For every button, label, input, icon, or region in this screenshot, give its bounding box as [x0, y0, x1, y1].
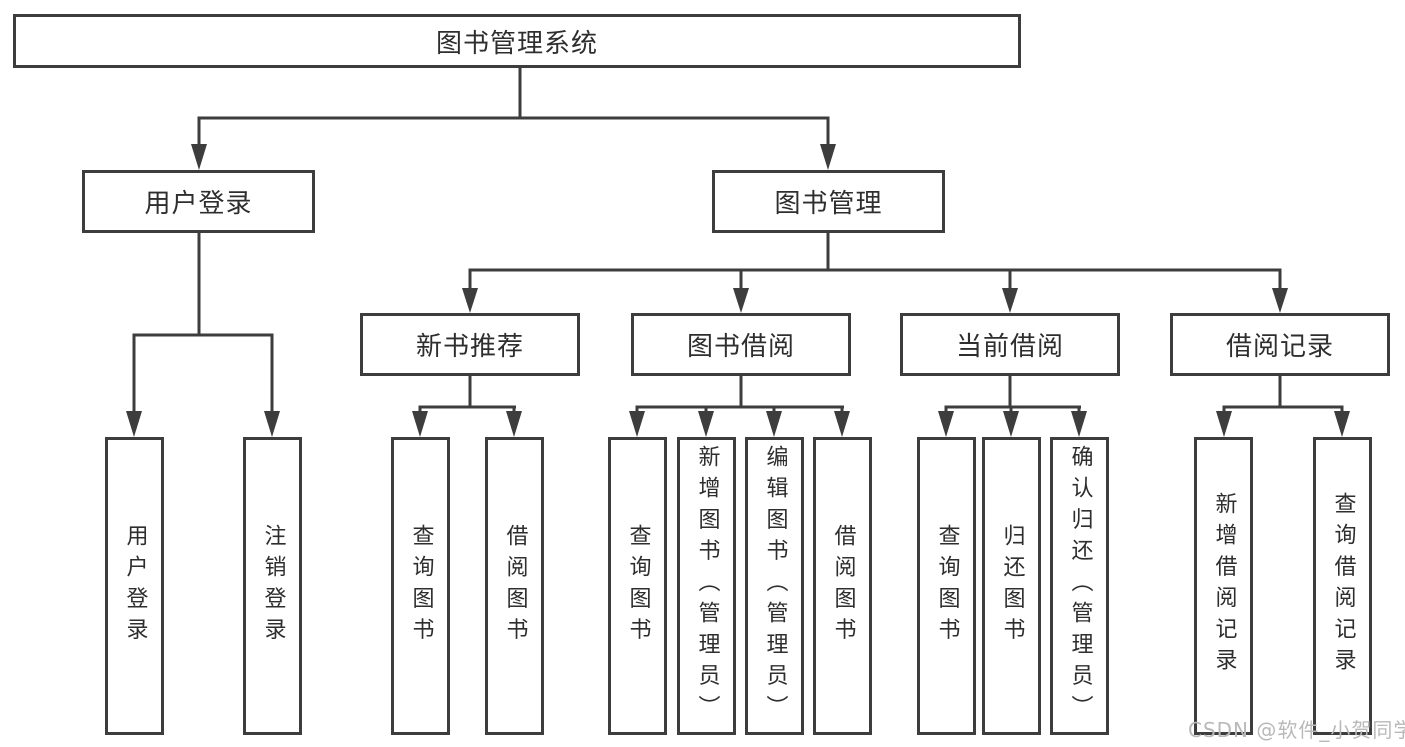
node-new-book-recommend: 新书推荐 — [360, 313, 580, 376]
leaf-borrow-books: 借阅图书 — [813, 437, 872, 735]
node-borrowing-records: 借阅记录 — [1170, 313, 1390, 376]
leaf-add-borrow-record-label: 新增借阅记录 — [1211, 492, 1237, 680]
node-book-borrowing: 图书借阅 — [631, 313, 851, 376]
leaf-add-borrow-record: 新增借阅记录 — [1194, 437, 1253, 735]
leaf-edit-books-admin: 编辑图书（管理员） — [745, 437, 804, 735]
arrowheads — [126, 144, 1350, 437]
leaf-borrow-books-label: 借阅图书 — [830, 523, 856, 649]
leaf-query-books-borrowing-label: 查询图书 — [625, 523, 651, 649]
leaf-query-books-current: 查询图书 — [917, 437, 976, 735]
node-current-borrowing-label: 当前借阅 — [955, 332, 1064, 362]
leaf-query-books-borrowing: 查询图书 — [608, 437, 667, 735]
leaf-confirm-return-admin-label: 确认归还（管理员） — [1067, 445, 1093, 727]
leaf-user-login: 用户登录 — [105, 437, 164, 735]
leaf-logout-label: 注销登录 — [260, 523, 286, 649]
node-book-management: 图书管理 — [712, 170, 945, 233]
leaf-add-books-admin-label: 新增图书（管理员） — [694, 445, 720, 727]
node-user-login-label: 用户登录 — [144, 189, 253, 219]
leaf-query-books-recommend-label: 查询图书 — [408, 523, 434, 649]
leaf-return-books: 归还图书 — [982, 437, 1041, 735]
leaf-user-login-label: 用户登录 — [122, 523, 148, 649]
node-book-management-label: 图书管理 — [774, 189, 883, 219]
leaf-query-books-current-label: 查询图书 — [934, 523, 960, 649]
leaf-borrow-books-recommend-label: 借阅图书 — [502, 523, 528, 649]
leaf-edit-books-admin-label: 编辑图书（管理员） — [762, 445, 788, 727]
leaf-query-books-recommend: 查询图书 — [391, 437, 450, 735]
node-current-borrowing: 当前借阅 — [900, 313, 1120, 376]
leaf-confirm-return-admin: 确认归还（管理员） — [1050, 437, 1109, 735]
node-new-book-recommend-label: 新书推荐 — [415, 332, 524, 362]
node-user-login: 用户登录 — [82, 170, 315, 233]
csdn-watermark: CSDN @软件_小贺同学 — [1188, 718, 1405, 742]
node-book-borrowing-label: 图书借阅 — [686, 332, 795, 362]
leaf-logout: 注销登录 — [243, 437, 302, 735]
node-borrowing-records-label: 借阅记录 — [1225, 332, 1334, 362]
node-root: 图书管理系统 — [13, 14, 1021, 68]
leaf-add-books-admin: 新增图书（管理员） — [677, 437, 736, 735]
leaf-return-books-label: 归还图书 — [999, 523, 1025, 649]
node-root-label: 图书管理系统 — [435, 28, 598, 59]
leaf-query-borrow-record-label: 查询借阅记录 — [1330, 492, 1356, 680]
leaf-borrow-books-recommend: 借阅图书 — [485, 437, 544, 735]
leaf-query-borrow-record: 查询借阅记录 — [1313, 437, 1372, 735]
